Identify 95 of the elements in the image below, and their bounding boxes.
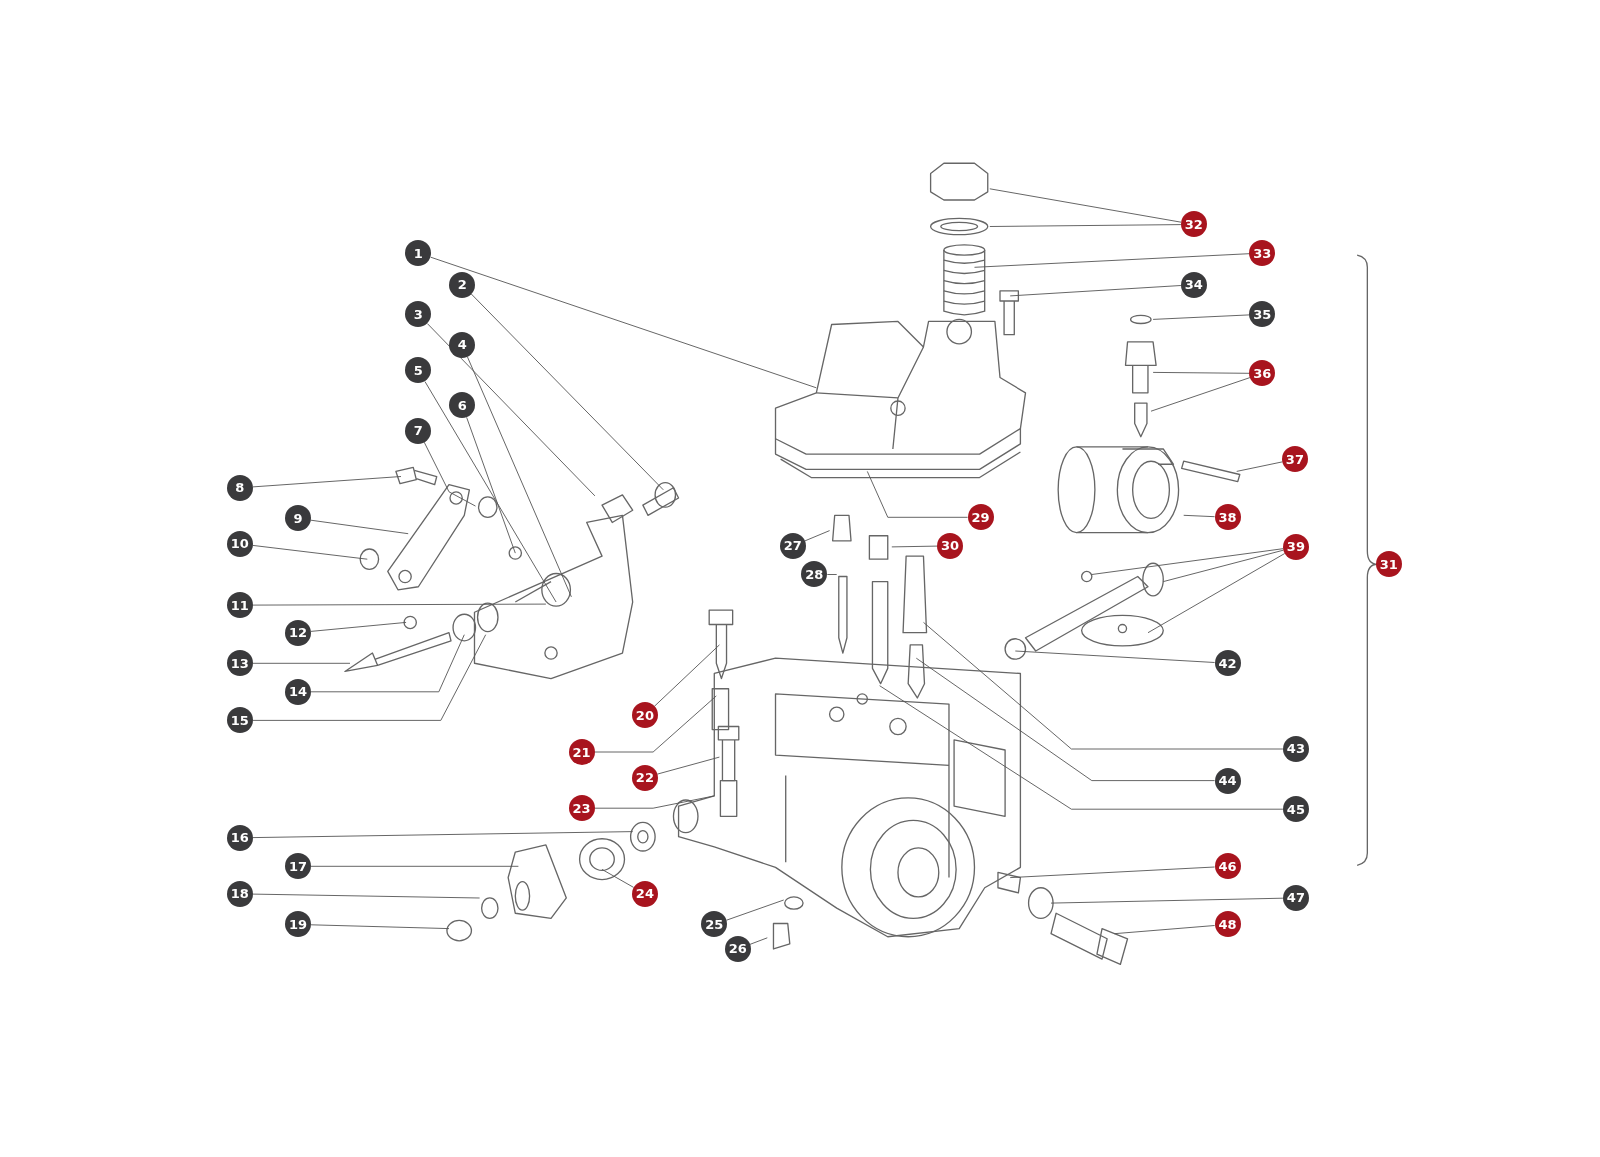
leader-line xyxy=(310,865,519,867)
callout-number: 24 xyxy=(631,880,658,907)
leader-line xyxy=(424,381,557,603)
callout-number: 28 xyxy=(801,561,828,588)
leader-line xyxy=(1113,925,1216,935)
leader-line xyxy=(252,893,481,899)
leader-line xyxy=(826,574,838,575)
leader-line xyxy=(1009,285,1182,297)
leader-line xyxy=(252,544,368,560)
leader-line xyxy=(252,662,351,664)
leader-line xyxy=(974,253,1250,268)
leader-line xyxy=(1162,549,1284,583)
callout-number: 37 xyxy=(1281,446,1308,473)
leader-line xyxy=(594,795,715,809)
leader-line xyxy=(1147,553,1286,634)
leader-line xyxy=(252,634,487,721)
leader-line xyxy=(923,621,1284,750)
leader-line xyxy=(594,695,717,753)
leader-line xyxy=(866,470,969,518)
leader-line xyxy=(466,356,572,598)
callout-number: 21 xyxy=(568,739,595,766)
callout-number: 44 xyxy=(1214,767,1241,794)
callout-number: 17 xyxy=(284,853,311,880)
leader-line xyxy=(1050,897,1284,904)
callout-number: 25 xyxy=(701,911,728,938)
leader-line xyxy=(601,868,635,888)
callout-number: 5 xyxy=(405,357,432,384)
callout-number: 38 xyxy=(1214,504,1241,531)
callout-number: 30 xyxy=(937,532,963,559)
callout-number: 32 xyxy=(1180,211,1207,238)
callout-number: 16 xyxy=(226,824,253,851)
callout-number: 26 xyxy=(724,935,751,962)
leader-line xyxy=(252,831,634,839)
callout-number: 12 xyxy=(284,619,311,646)
leader-line xyxy=(1014,650,1216,663)
callout-number: 29 xyxy=(967,504,994,531)
callout-number: 36 xyxy=(1249,360,1276,387)
callout-number: 2 xyxy=(449,271,476,298)
leader-line xyxy=(1091,548,1284,575)
callout-number: 10 xyxy=(226,530,253,557)
leader-line xyxy=(1150,377,1251,412)
callout-number: 33 xyxy=(1249,240,1276,267)
callout-number: 22 xyxy=(631,764,658,791)
leader-line xyxy=(989,224,1182,227)
leader-line xyxy=(879,685,1284,810)
callout-number: 19 xyxy=(284,911,311,938)
callout-number: 3 xyxy=(405,301,432,328)
callout-number: 31 xyxy=(1375,551,1402,578)
callout-number: 1 xyxy=(405,240,432,267)
leader-line xyxy=(423,441,476,507)
leader-line xyxy=(310,621,407,632)
leader-line xyxy=(656,756,720,775)
leader-line xyxy=(749,937,768,945)
callout-number: 14 xyxy=(284,678,311,705)
leader-line xyxy=(989,188,1182,223)
callout-number: 11 xyxy=(226,592,253,619)
callout-number: 47 xyxy=(1282,884,1309,911)
callout-number: 23 xyxy=(568,795,595,822)
callout-number: 18 xyxy=(226,880,253,907)
leader-line xyxy=(470,293,664,491)
callout-number: 8 xyxy=(226,474,253,501)
callout-number: 9 xyxy=(284,505,311,532)
leader-line xyxy=(1236,461,1283,472)
callout-number: 34 xyxy=(1180,271,1207,298)
callout-number: 46 xyxy=(1214,853,1241,880)
leader-line xyxy=(310,519,409,535)
callout-number: 13 xyxy=(226,650,253,677)
callout-number: 42 xyxy=(1214,650,1241,677)
leader-line xyxy=(1152,314,1250,320)
leader-line xyxy=(1152,371,1250,374)
leader-line xyxy=(804,530,831,542)
leader-line xyxy=(1183,514,1216,518)
leader-line xyxy=(430,256,817,389)
callout-number: 45 xyxy=(1282,796,1309,823)
callout-number: 6 xyxy=(449,392,476,419)
leader-line xyxy=(726,899,785,921)
leader-line xyxy=(1009,866,1216,879)
callout-number: 15 xyxy=(226,707,253,734)
leader-line xyxy=(310,634,465,693)
callout-number: 7 xyxy=(405,417,432,444)
callout-number: 27 xyxy=(779,532,806,559)
callout-number: 4 xyxy=(449,331,476,358)
callout-number: 20 xyxy=(631,702,658,729)
leader-line xyxy=(252,603,547,606)
callout-number: 39 xyxy=(1282,533,1309,560)
callout-number: 43 xyxy=(1282,735,1309,762)
leader-line xyxy=(310,924,450,930)
callout-number: 48 xyxy=(1214,911,1241,938)
leader-line xyxy=(891,545,938,548)
leader-line xyxy=(653,644,720,707)
leader-line xyxy=(466,416,516,554)
leader-line xyxy=(426,323,596,497)
leader-line xyxy=(252,476,402,488)
callout-number: 35 xyxy=(1249,301,1276,328)
leader-line xyxy=(915,657,1216,782)
